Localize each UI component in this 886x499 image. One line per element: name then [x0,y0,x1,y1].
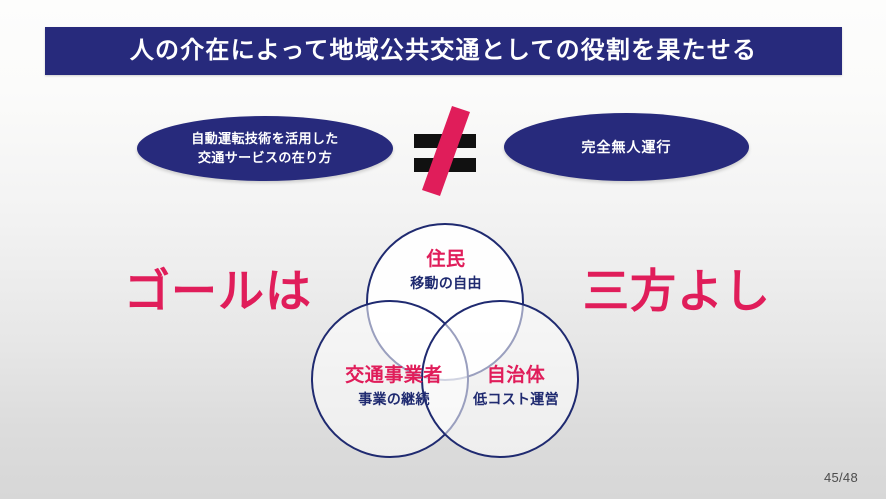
venn-label-transport-operators: 交通事業者 事業の継続 [310,364,478,408]
ellipse-left-line-2: 交通サービスの在り方 [197,149,332,165]
ellipse-fully-unmanned-operation: 完全無人運行 [504,113,749,181]
ellipse-autonomous-service: 自動運転技術を活用した 交通サービスの在り方 [137,116,393,181]
venn-label-residents-title: 住民 [426,249,466,270]
venn-circle-right [421,300,579,458]
ellipse-left-line-1: 自動運転技術を活用した [191,130,339,146]
venn-label-residents-sub: 移動の自由 [410,274,482,291]
venn-label-transport-operators-title: 交通事業者 [345,365,443,386]
slide-title-banner: 人の介在によって地域公共交通としての役割を果たせる [45,27,842,75]
caption-sanpo-yoshi: 三方よし [583,265,771,317]
venn-label-residents: 住民 移動の自由 [300,248,592,292]
not-equal-icon [408,104,484,198]
not-equal-glyph [414,106,476,196]
page-title: 人の介在によって地域公共交通としての役割を果たせる [129,37,758,64]
ellipse-right-line-1: 完全無人運行 [581,138,672,155]
page-number: 45/48 [823,470,858,485]
venn-label-municipality: 自治体 低コスト運営 [442,364,590,408]
venn-label-municipality-title: 自治体 [486,365,546,386]
venn-label-municipality-sub: 低コスト運営 [473,390,559,407]
venn-diagram: 住民 移動の自由 交通事業者 事業の継続 自治体 低コスト運営 [300,212,592,470]
venn-label-transport-operators-sub: 事業の継続 [358,390,430,407]
venn-circles [311,223,579,458]
caption-goal-label: ゴールは [124,265,312,317]
